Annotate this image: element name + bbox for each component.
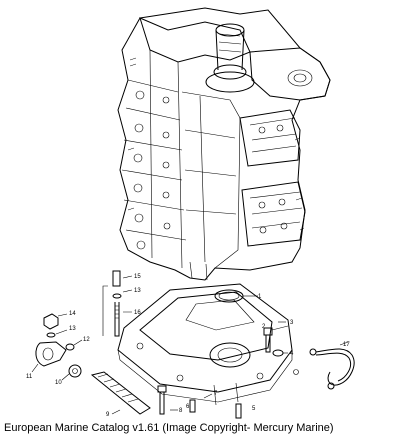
part-label: 16 (134, 310, 141, 316)
part-label: 4 (290, 351, 294, 357)
exploded-parts-diagram: 1 2 3 4 5 6 7 8 9 10 11 12 13 14 15 13 1… (26, 7, 355, 419)
part-label: 13 (69, 326, 76, 332)
part-label: 6 (186, 404, 190, 410)
bolt-right (263, 325, 289, 353)
screw-12 (65, 339, 83, 351)
stud-stack (102, 270, 133, 337)
right-fasteners (258, 124, 288, 234)
clamp-bracket (31, 341, 67, 373)
part-label: 14 (69, 311, 76, 317)
threaded-sleeve (90, 371, 151, 415)
part-label: 3 (290, 320, 294, 326)
nut-left (43, 313, 68, 338)
nut-10 (61, 364, 82, 381)
part-label: 9 (106, 412, 110, 418)
engine-block (117, 7, 331, 281)
small-bolts (189, 399, 242, 419)
part-label: 12 (83, 337, 90, 343)
part-label: 13 (134, 288, 141, 294)
seal-ring (214, 289, 258, 303)
part-label: 8 (179, 408, 183, 414)
part-label: 15 (134, 274, 141, 280)
ground-wire (309, 341, 355, 390)
part-label: 1 (258, 294, 262, 300)
part-label: 5 (252, 406, 256, 412)
part-label: 2 (262, 324, 266, 330)
base-plate (117, 283, 299, 406)
image-caption: European Marine Catalog v1.61 (Image Cop… (4, 422, 334, 434)
bolt-bosses (133, 90, 171, 250)
part-label: 7 (214, 391, 218, 397)
part-label: 11 (26, 374, 33, 380)
washer-right (272, 349, 288, 357)
part-label: 10 (55, 380, 62, 386)
crankshaft-end (205, 23, 255, 93)
bolt-bottom (157, 385, 178, 415)
part-label: 17 (343, 342, 350, 348)
part-labels: 1 2 3 4 5 6 7 8 9 10 11 12 13 14 15 13 1… (26, 274, 350, 418)
